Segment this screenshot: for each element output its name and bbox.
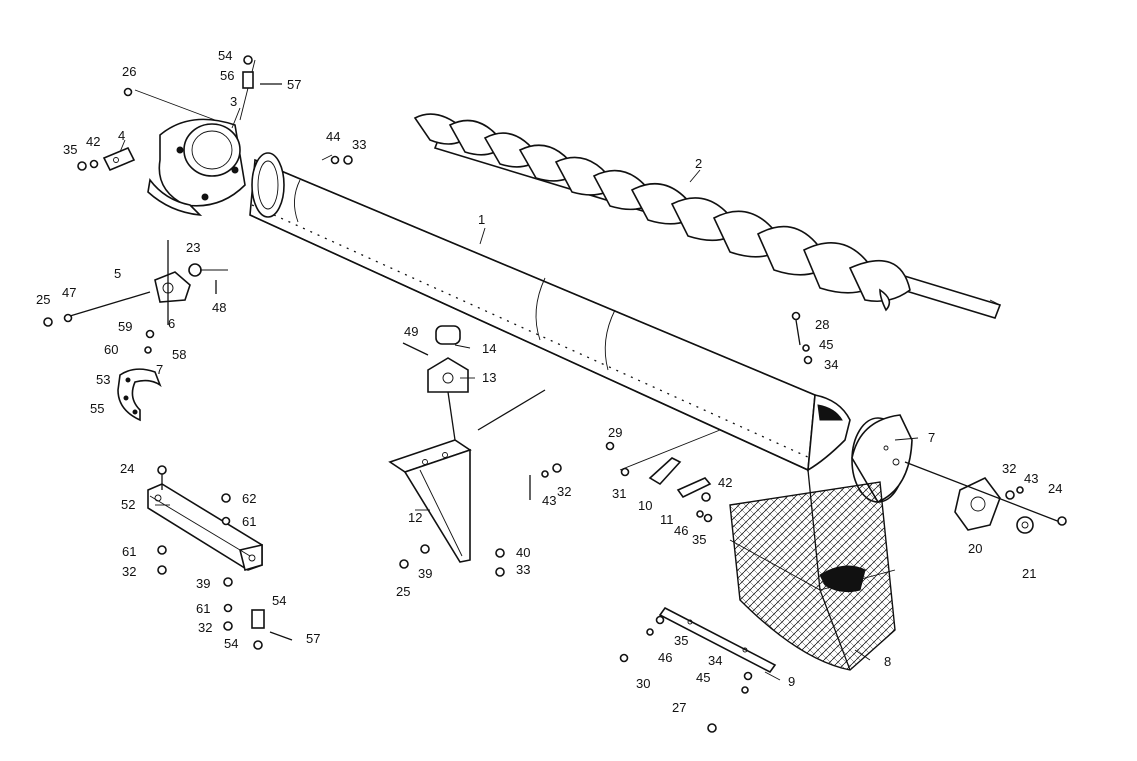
label-34-a: 34: [824, 357, 838, 372]
label-7-a: 7: [156, 362, 163, 377]
label-55: 55: [90, 401, 104, 416]
label-34-b: 34: [708, 653, 722, 668]
label-57-a: 57: [287, 77, 301, 92]
tube-end-opening: [807, 394, 851, 472]
label-35-a: 35: [63, 142, 77, 157]
label-48: 48: [212, 300, 226, 315]
label-25-a: 25: [36, 292, 50, 307]
label-21: 21: [1022, 566, 1036, 581]
bearing-flange: [904, 461, 1061, 534]
label-32-d: 32: [1002, 461, 1016, 476]
label-14: 14: [482, 341, 496, 356]
label-33-a: 33: [352, 137, 366, 152]
tube-support-bracket: [388, 325, 546, 563]
label-13: 13: [482, 370, 496, 385]
label-30: 30: [636, 676, 650, 691]
label-31: 31: [612, 486, 626, 501]
label-54-c: 54: [224, 636, 238, 651]
label-44: 44: [326, 129, 340, 144]
label-35-c: 35: [674, 633, 688, 648]
label-42-b: 42: [718, 475, 732, 490]
label-47: 47: [62, 285, 76, 300]
label-5: 5: [114, 266, 121, 281]
label-59: 59: [118, 319, 132, 334]
label-56: 56: [220, 68, 234, 83]
label-33-b: 33: [516, 562, 530, 577]
label-32-c: 32: [198, 620, 212, 635]
end-cap: [851, 414, 913, 504]
label-11: 11: [660, 512, 674, 527]
label-54-b: 54: [272, 593, 286, 608]
bearing-bracket: [69, 240, 202, 325]
label-58: 58: [172, 347, 186, 362]
label-45-b: 45: [696, 670, 710, 685]
label-61-c: 61: [196, 601, 210, 616]
intake-hopper: [729, 469, 896, 671]
label-43-a: 43: [542, 493, 556, 508]
cover-plate: [102, 146, 136, 172]
label-53: 53: [96, 372, 110, 387]
label-24-a: 24: [120, 461, 134, 476]
label-26: 26: [122, 64, 136, 79]
label-43-b: 43: [1024, 471, 1038, 486]
label-12: 12: [408, 510, 422, 525]
auger-tube: [249, 152, 816, 472]
label-61-b: 61: [122, 544, 136, 559]
label-52: 52: [121, 497, 135, 512]
tube-clamp: [117, 368, 162, 422]
label-46-a: 46: [674, 523, 688, 538]
label-57-b: 57: [306, 631, 320, 646]
label-60: 60: [104, 342, 118, 357]
label-24-b: 24: [1048, 481, 1062, 496]
label-39-a: 39: [418, 566, 432, 581]
label-49: 49: [404, 324, 418, 339]
label-7-b: 7: [928, 430, 935, 445]
label-8: 8: [884, 654, 891, 669]
callout-labels: 1 2 3 4 5 6 7 7 8 9 10 11 12 13 14 20 21…: [36, 48, 1062, 715]
label-29: 29: [608, 425, 622, 440]
label-32-b: 32: [122, 564, 136, 579]
label-42-a: 42: [86, 134, 100, 149]
label-28: 28: [815, 317, 829, 332]
leader-lines: [119, 59, 919, 681]
auger-flighting: [413, 113, 1002, 319]
label-32-a: 32: [557, 484, 571, 499]
label-54-a: 54: [218, 48, 232, 63]
hopper-strip: [658, 606, 777, 674]
label-46-b: 46: [658, 650, 672, 665]
label-35-b: 35: [692, 532, 706, 547]
label-2: 2: [695, 156, 702, 171]
label-20: 20: [968, 541, 982, 556]
discharge-elbow: [147, 118, 246, 217]
label-61-a: 61: [242, 514, 256, 529]
label-3: 3: [230, 94, 237, 109]
label-23: 23: [186, 240, 200, 255]
support-stand: [147, 483, 263, 572]
label-27: 27: [672, 700, 686, 715]
hinge-plates: [619, 429, 721, 499]
label-6: 6: [168, 316, 175, 331]
label-39-b: 39: [196, 576, 210, 591]
label-40: 40: [516, 545, 530, 560]
label-4: 4: [118, 128, 125, 143]
label-9: 9: [788, 674, 795, 689]
label-25-b: 25: [396, 584, 410, 599]
label-1: 1: [478, 212, 485, 227]
label-62: 62: [242, 491, 256, 506]
label-10: 10: [638, 498, 652, 513]
fasteners: [43, 55, 1067, 733]
label-45-a: 45: [819, 337, 833, 352]
